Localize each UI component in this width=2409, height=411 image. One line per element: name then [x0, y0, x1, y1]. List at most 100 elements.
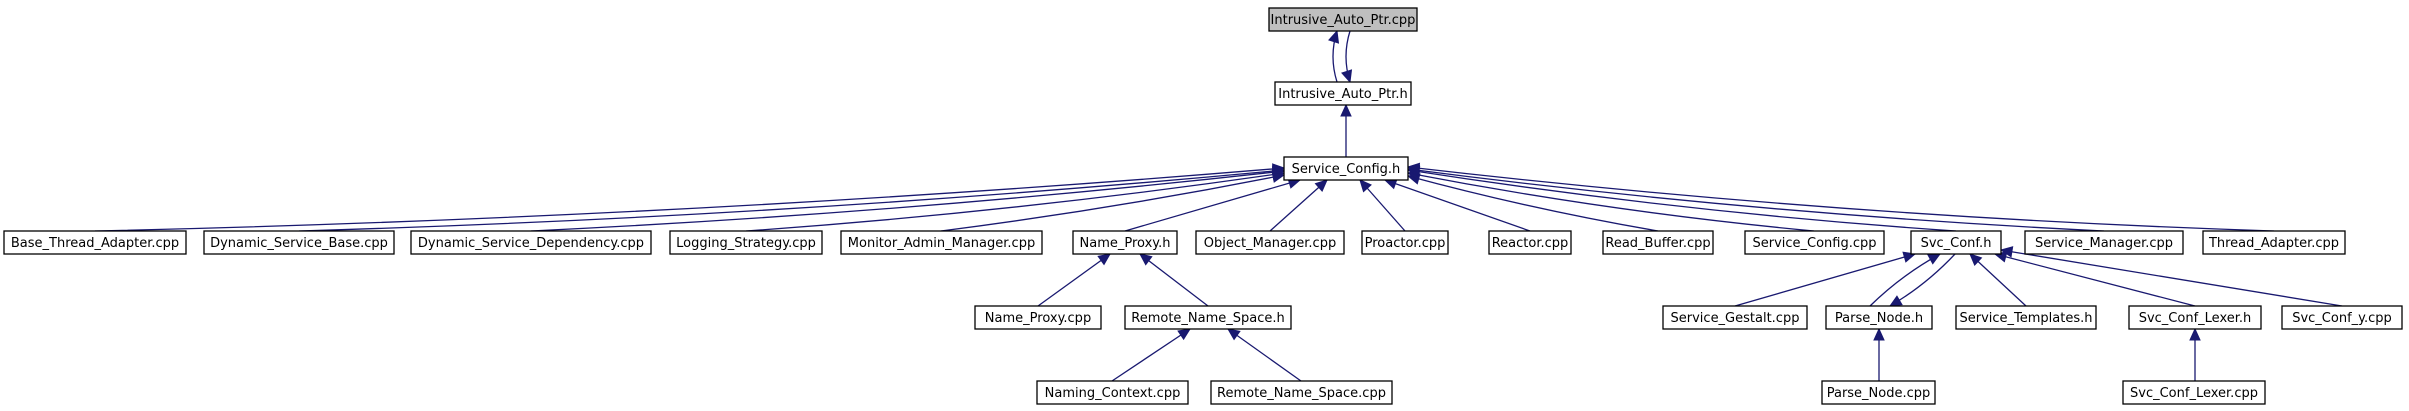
edge-proactor-to-service_config_h	[1359, 179, 1406, 232]
arrowhead-icon	[1873, 327, 1885, 341]
arrowhead-icon	[1969, 253, 1983, 267]
node-label: Service_Manager.cpp	[2035, 236, 2173, 251]
arrowhead-icon	[1902, 251, 1917, 263]
node-intrusive-h[interactable]: Intrusive_Auto_Ptr.h	[1274, 81, 1412, 106]
node-label: Object_Manager.cpp	[1204, 236, 1336, 251]
node-service-config-cpp[interactable]: Service_Config.cpp	[1744, 230, 1885, 255]
arrowhead-icon	[1888, 295, 1903, 307]
node-svc-conf-lexer-h[interactable]: Svc_Conf_Lexer.h	[2128, 305, 2262, 330]
edge-naming_context-to-remote_name_space_h	[1111, 328, 1192, 382]
node-dynamic-service-base[interactable]: Dynamic_Service_Base.cpp	[203, 230, 395, 255]
node-label: Base_Thread_Adapter.cpp	[11, 236, 179, 251]
node-monitor-admin-manager[interactable]: Monitor_Admin_Manager.cpp	[840, 230, 1043, 255]
edge-name_proxy_h-to-service_config_h	[1124, 177, 1302, 232]
arrowhead-icon	[1341, 69, 1353, 84]
node-name-proxy-cpp[interactable]: Name_Proxy.cpp	[974, 305, 1102, 330]
edge-service_manager-to-service_config_h	[1406, 164, 2105, 232]
node-label: Monitor_Admin_Manager.cpp	[848, 236, 1035, 251]
arrowhead-icon	[1406, 162, 1421, 175]
node-box	[974, 305, 1102, 330]
edge-monitor_admin_manager-to-service_config_h	[940, 171, 1286, 232]
node-label: Parse_Node.cpp	[1827, 386, 1931, 401]
edge-remote_name_space_h-to-name_proxy_h	[1139, 253, 1209, 307]
arrowhead-icon	[1328, 29, 1340, 44]
edge-service_gestalt-to-svc_conf_h	[1734, 251, 1917, 307]
edge-read_buffer-to-service_config_h	[1406, 173, 1659, 232]
node-box	[1283, 156, 1409, 181]
edge-parse_node_h-to-svc_conf_h	[1869, 253, 1942, 307]
arrowhead-icon	[1999, 246, 2014, 258]
arrowhead-icon	[1359, 179, 1372, 193]
node-logging-strategy[interactable]: Logging_Strategy.cpp	[669, 230, 823, 255]
node-box	[2122, 380, 2266, 405]
node-label: Name_Proxy.cpp	[985, 311, 1091, 326]
node-box	[1210, 380, 1393, 405]
node-label: Intrusive_Auto_Ptr.cpp	[1271, 13, 1416, 28]
node-svc-conf-y[interactable]: Svc_Conf_y.cpp	[2281, 305, 2403, 330]
node-box	[3, 230, 187, 255]
arrowhead-icon	[2189, 327, 2201, 341]
node-label: Intrusive_Auto_Ptr.h	[1278, 87, 1407, 102]
node-service-templates[interactable]: Service_Templates.h	[1955, 305, 2097, 330]
node-box	[1744, 230, 1885, 255]
node-read-buffer[interactable]: Read_Buffer.cpp	[1602, 230, 1714, 255]
node-service-gestalt[interactable]: Service_Gestalt.cpp	[1662, 305, 1808, 330]
node-box	[669, 230, 823, 255]
edge-svc_conf_y-to-svc_conf_h	[1999, 246, 2343, 307]
node-naming-context[interactable]: Naming_Context.cpp	[1036, 380, 1189, 405]
edge-base_thread_adapter-to-service_config_h	[94, 163, 1286, 232]
node-label: Remote_Name_Space.cpp	[1217, 386, 1386, 401]
node-label: Service_Config.cpp	[1752, 236, 1876, 251]
node-box	[1195, 230, 1345, 255]
node-service-config-h[interactable]: Service_Config.h	[1283, 156, 1409, 181]
node-label: Read_Buffer.cpp	[1605, 236, 1710, 251]
node-box	[1910, 230, 2002, 255]
node-label: Svc_Conf.h	[1921, 236, 1992, 251]
node-box	[1488, 230, 1572, 255]
node-label: Name_Proxy.h	[1080, 236, 1171, 251]
node-label: Thread_Adapter.cpp	[2208, 236, 2339, 251]
node-label: Service_Templates.h	[1959, 311, 2092, 326]
node-base-thread-adapter[interactable]: Base_Thread_Adapter.cpp	[3, 230, 187, 255]
edge-svc_conf_lexer_h-to-svc_conf_h	[1993, 251, 2196, 307]
node-object-manager[interactable]: Object_Manager.cpp	[1195, 230, 1345, 255]
node-label: Svc_Conf_y.cpp	[2292, 311, 2392, 326]
node-box	[840, 230, 1043, 255]
node-dynamic-service-dependency[interactable]: Dynamic_Service_Dependency.cpp	[410, 230, 652, 255]
arrowhead-icon	[1340, 103, 1352, 117]
node-remote-name-space-cpp[interactable]: Remote_Name_Space.cpp	[1210, 380, 1393, 405]
node-box	[1072, 230, 1178, 255]
node-label: Dynamic_Service_Base.cpp	[210, 236, 388, 251]
arrowhead-icon	[1097, 253, 1111, 266]
node-remote-name-space-h[interactable]: Remote_Name_Space.h	[1124, 305, 1292, 330]
node-box	[203, 230, 395, 255]
node-label: Dynamic_Service_Dependency.cpp	[418, 236, 644, 251]
edge-dynamic_service_base-to-service_config_h	[298, 165, 1286, 232]
node-thread-adapter[interactable]: Thread_Adapter.cpp	[2202, 230, 2346, 255]
arrowhead-icon	[1271, 171, 1286, 183]
node-reactor[interactable]: Reactor.cpp	[1488, 230, 1572, 255]
node-name-proxy-h[interactable]: Name_Proxy.h	[1072, 230, 1178, 255]
edge-name_proxy_cpp-to-name_proxy_h	[1037, 253, 1111, 307]
edge-parse_node_cpp-to-parse_node_h	[1873, 327, 1885, 381]
node-label: Remote_Name_Space.h	[1131, 311, 1285, 326]
edge-intrusive_h-to-intrusive_cpp	[1328, 29, 1340, 83]
node-svc-conf-lexer-cpp[interactable]: Svc_Conf_Lexer.cpp	[2122, 380, 2266, 405]
node-parse-node-h[interactable]: Parse_Node.h	[1825, 305, 1933, 330]
node-label: Logging_Strategy.cpp	[676, 236, 816, 251]
node-proactor[interactable]: Proactor.cpp	[1361, 230, 1449, 255]
node-svc-conf-h[interactable]: Svc_Conf.h	[1910, 230, 2002, 255]
node-parse-node-cpp[interactable]: Parse_Node.cpp	[1821, 380, 1936, 405]
arrowhead-icon	[1927, 253, 1942, 265]
edge-reactor-to-service_config_h	[1383, 178, 1531, 232]
node-box	[2024, 230, 2184, 255]
node-service-manager[interactable]: Service_Manager.cpp	[2024, 230, 2184, 255]
graph-edges	[94, 29, 2343, 382]
node-intrusive-cpp: Intrusive_Auto_Ptr.cpp	[1268, 7, 1418, 32]
edge-thread_adapter-to-service_config_h	[1406, 162, 2275, 232]
edge-svc_conf_lexer_cpp-to-svc_conf_lexer_h	[2189, 327, 2201, 381]
edge-service_templates-to-svc_conf_h	[1969, 253, 2027, 307]
node-box	[2202, 230, 2346, 255]
node-label: Svc_Conf_Lexer.cpp	[2130, 386, 2258, 401]
